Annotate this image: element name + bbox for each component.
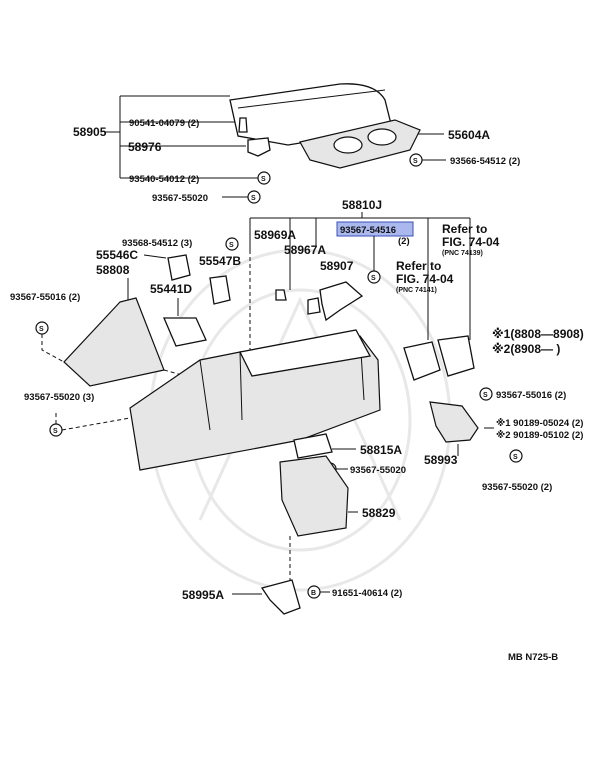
label-refer-to-1: Refer to: [442, 222, 487, 236]
label-58815A: 58815A: [360, 443, 402, 457]
shift-boot-58808: [63, 297, 165, 387]
label-90189-05024: ※1 90189-05024 (2): [496, 418, 583, 429]
screw-symbol: S: [39, 326, 44, 333]
label-note-1: ※1(8808—8908): [492, 327, 584, 341]
label-93568-54512: 93568-54512 (3): [122, 238, 192, 249]
screw-symbol: S: [229, 242, 234, 249]
bracket-ref-74141: [403, 341, 441, 381]
screw-symbol: S: [483, 392, 488, 399]
bracket-58995A: [260, 579, 301, 615]
label-58976: 58976: [128, 140, 162, 154]
label-note-2: ※2(8908— ): [492, 342, 560, 356]
clip-58967A: [307, 297, 321, 315]
switch-55547B: [209, 275, 231, 305]
bracket-ref-74139: [437, 335, 475, 377]
bolt-symbol: B: [311, 590, 316, 597]
screw-symbol: S: [413, 158, 418, 165]
label-pnc-74141: (PNC 74141): [396, 287, 437, 294]
label-93567-55020-right: 93567-55020 (2): [482, 482, 552, 493]
label-refer-to-2: Refer to: [396, 259, 441, 273]
label-93567-55020-top: 93567-55020: [152, 193, 208, 204]
screw-symbol: S: [53, 428, 58, 435]
label-93567-55020-3: 93567-55020 (3): [24, 392, 94, 403]
label-93540-54012: 93540-54012 (2): [129, 174, 199, 185]
hinge-58976: [247, 137, 271, 157]
label-58967A: 58967A: [284, 243, 326, 257]
label-58905: 58905: [73, 125, 107, 139]
bracket-58993: [429, 401, 479, 443]
label-55546C: 55546C: [96, 248, 138, 262]
footer-code: MB N725-B: [508, 652, 558, 663]
label-93567-54516: 93567-54516: [340, 225, 396, 236]
console-rear-panel: [239, 329, 372, 377]
label-91651-40614: 91651-40614 (2): [332, 588, 402, 599]
cup-hole-2: [367, 128, 397, 146]
label-93566-54512: 93566-54512 (2): [450, 156, 520, 167]
label-90189-05102: ※2 90189-05102 (2): [496, 430, 583, 441]
label-pnc-74139: (PNC 74139): [442, 250, 483, 257]
plate-58815A: [293, 433, 333, 459]
label-55547B: 55547B: [199, 254, 241, 268]
label-93567-55020-mid: 93567-55020: [350, 465, 406, 476]
screw-icon: [509, 449, 523, 463]
cup-hole-1: [333, 136, 363, 154]
label-93567-54516-qty: (2): [398, 236, 410, 247]
screw-symbol: S: [251, 195, 256, 202]
screw-symbol: S: [513, 454, 518, 461]
label-58907: 58907: [320, 259, 354, 273]
highlight-93567-54516[interactable]: [336, 221, 414, 237]
screw-icon: [409, 153, 423, 167]
label-58810J: 58810J: [342, 198, 382, 212]
screw-icon: [247, 190, 261, 204]
label-58995A: 58995A: [182, 588, 224, 602]
screw-icon: [225, 237, 239, 251]
screw-icon: [479, 387, 493, 401]
label-58969A: 58969A: [254, 228, 296, 242]
bracket-58907: [319, 281, 364, 322]
screw-symbol: S: [261, 176, 266, 183]
label-58829: 58829: [362, 506, 396, 520]
label-58808: 58808: [96, 263, 130, 277]
bezel-55546C: [167, 254, 191, 281]
clip-58969A: [275, 289, 287, 301]
label-55604A: 55604A: [448, 128, 490, 142]
label-93567-55016-right: 93567-55016 (2): [496, 390, 566, 401]
console-body-58810J: [129, 335, 381, 471]
box-58829: [279, 455, 349, 537]
label-55441D: 55441D: [150, 282, 192, 296]
label-90541-04079: 90541-04079 (2): [129, 118, 199, 129]
label-fig-74-04-2: FIG. 74-04: [396, 272, 454, 286]
label-fig-74-04-1: FIG. 74-04: [442, 235, 500, 249]
screw-icon: [257, 171, 271, 185]
screw-symbol: S: [371, 275, 376, 282]
label-58993: 58993: [424, 453, 458, 467]
label-93567-55016-left: 93567-55016 (2): [10, 292, 80, 303]
clip-90541: [238, 117, 248, 133]
tray-55441D: [163, 317, 207, 347]
